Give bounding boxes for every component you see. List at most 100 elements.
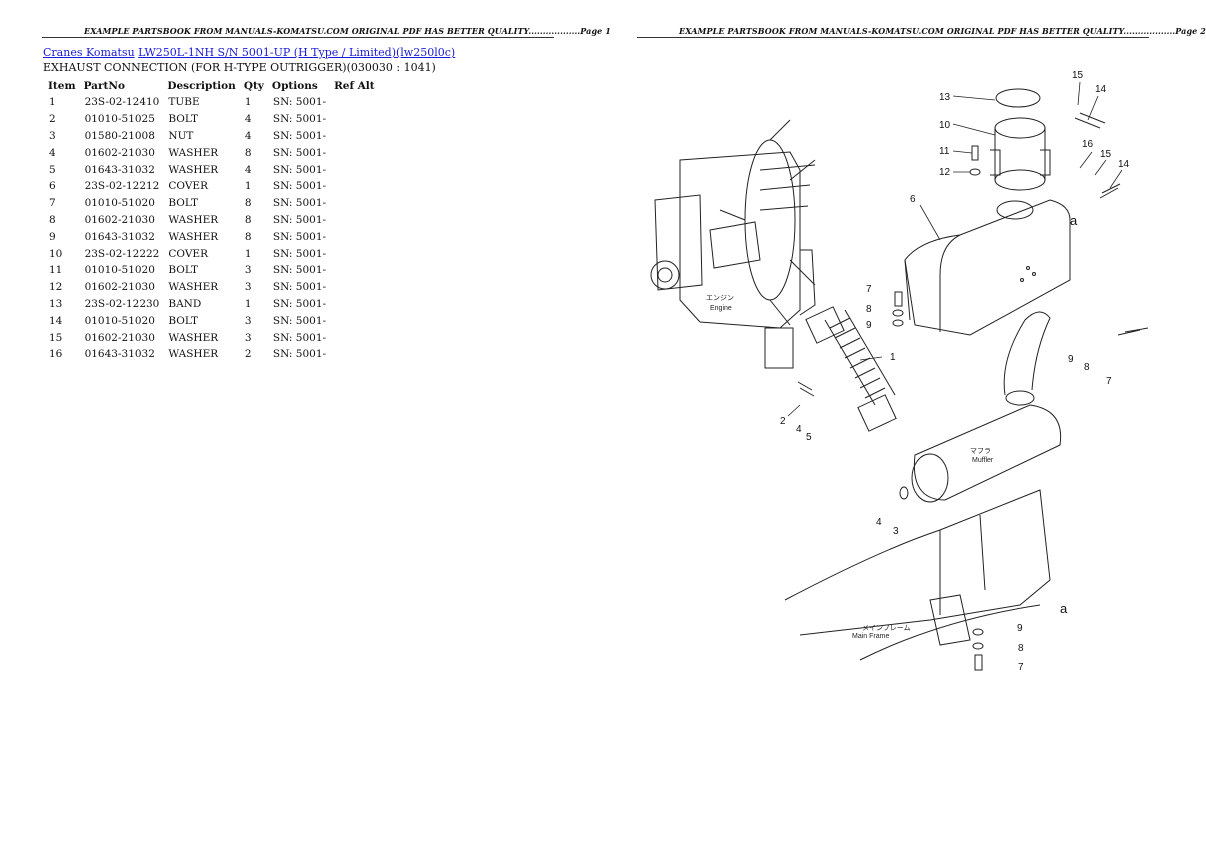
col-header-ref-alt: Ref Alt (334, 79, 375, 92)
callout-7: 7 (866, 284, 872, 295)
cell-qty: 3 (244, 331, 252, 344)
breadcrumb-link-cranes-komatsu[interactable]: Cranes Komatsu (43, 46, 135, 59)
cell-description: WASHER (168, 146, 219, 159)
cell-options: SN: 5001- (272, 213, 327, 226)
cell-qty: 2 (244, 348, 252, 361)
cell-options: SN: 5001- (272, 180, 327, 193)
col-header-description: Description (167, 79, 236, 92)
leader-lines (787, 81, 1123, 417)
cell-item: 3 (49, 129, 56, 142)
callout-5: 5 (806, 432, 812, 443)
callout-8: 8 (866, 304, 872, 315)
cell-ref-alt (330, 279, 379, 296)
cell-item: 13 (49, 297, 63, 310)
callout-2: 2 (780, 416, 786, 427)
cover-6-drawing (904, 199, 1071, 336)
muffler-label-en: Muffler (972, 457, 994, 464)
cell-qty: 8 (244, 197, 252, 210)
cell-description: COVER (168, 180, 208, 193)
col-header-item: Item (48, 79, 76, 92)
cell-partno: 23S-02-12222 (84, 247, 160, 260)
cell-qty: 3 (244, 314, 252, 327)
cell-item: 12 (49, 281, 63, 294)
cell-qty: 3 (244, 281, 252, 294)
cell-options: SN: 5001- (272, 297, 327, 310)
hardware-drawing (797, 112, 1149, 671)
cell-partno: 01010-51025 (84, 113, 155, 126)
callout-1: 1 (890, 352, 896, 363)
cell-partno: 01602-21030 (84, 213, 155, 226)
cell-options: SN: 5001- (272, 247, 327, 260)
muffler-drawing (911, 311, 1062, 503)
cell-partno: 01580-21008 (84, 129, 155, 142)
callout-14b: 14 (1118, 159, 1130, 170)
page-title: EXHAUST CONNECTION (FOR H-TYPE OUTRIGGER… (43, 61, 436, 74)
callout-6: 6 (910, 194, 916, 205)
cell-description: BOLT (168, 197, 199, 210)
cell-options: SN: 5001- (272, 281, 327, 294)
cell-ref-alt (330, 329, 379, 346)
cell-ref-alt (330, 312, 379, 329)
col-header-options: Options (271, 79, 318, 92)
cell-partno: 01643-31032 (84, 163, 155, 176)
callout-8c: 8 (1018, 643, 1024, 654)
callout-4: 4 (796, 424, 802, 435)
cell-ref-alt (330, 178, 379, 195)
callout-9: 9 (866, 320, 872, 331)
engine-label-jp: エンジン (706, 295, 734, 302)
breadcrumb: Cranes Komatsu LW250L-1NH S/N 5001-UP (H… (43, 46, 455, 59)
cell-partno: 01602-21030 (84, 146, 155, 159)
cell-partno: 01010-51020 (84, 197, 155, 210)
cell-qty: 8 (244, 230, 252, 243)
cell-options: SN: 5001- (272, 348, 327, 361)
cell-qty: 4 (244, 129, 252, 142)
cell-options: SN: 5001- (272, 163, 327, 176)
cell-partno: 23S-02-12212 (84, 180, 160, 193)
cell-item: 6 (49, 180, 56, 193)
callout-14: 14 (1095, 84, 1107, 95)
cell-description: WASHER (168, 213, 219, 226)
table-header-row: Item PartNo Description Qty Options Ref … (44, 77, 379, 94)
callout-labels: 1 2 3 4 4 5 6 7 7 7 8 8 8 9 9 9 10 11 12… (780, 70, 1130, 673)
callout-12: 12 (939, 167, 951, 178)
frame-label-en: Main Frame (852, 633, 889, 640)
callout-9c: 9 (1017, 623, 1023, 634)
callout-15b: 15 (1100, 149, 1112, 160)
cell-options: SN: 5001- (272, 146, 327, 159)
col-header-qty: Qty (243, 79, 264, 92)
cell-partno: 23S-02-12410 (84, 96, 160, 109)
callout-16: 16 (1082, 139, 1094, 150)
cell-partno: 23S-02-12230 (84, 297, 160, 310)
cell-ref-alt (330, 111, 379, 128)
cell-options: SN: 5001- (272, 197, 327, 210)
cell-item: 8 (49, 213, 56, 226)
cell-item: 10 (49, 247, 63, 260)
callout-4b: 4 (876, 517, 882, 528)
cell-options: SN: 5001- (272, 314, 327, 327)
cell-options: SN: 5001- (272, 129, 327, 142)
breadcrumb-link-model[interactable]: LW250L-1NH S/N 5001-UP (H Type / Limited… (138, 46, 456, 59)
cell-qty: 3 (244, 264, 252, 277)
callout-7b: 7 (1106, 376, 1112, 387)
cell-qty: 8 (244, 213, 252, 226)
callout-3: 3 (893, 526, 899, 537)
cell-description: COVER (168, 247, 208, 260)
cell-ref-alt (330, 346, 379, 363)
cell-description: BOLT (168, 314, 199, 327)
cell-partno: 01010-51020 (84, 314, 155, 327)
callout-11: 11 (939, 146, 950, 157)
cell-item: 9 (49, 230, 56, 243)
cell-ref-alt (330, 195, 379, 212)
callout-15: 15 (1072, 70, 1084, 81)
cell-partno: 01602-21030 (84, 281, 155, 294)
cell-ref-alt (330, 144, 379, 161)
cell-description: WASHER (168, 331, 219, 344)
